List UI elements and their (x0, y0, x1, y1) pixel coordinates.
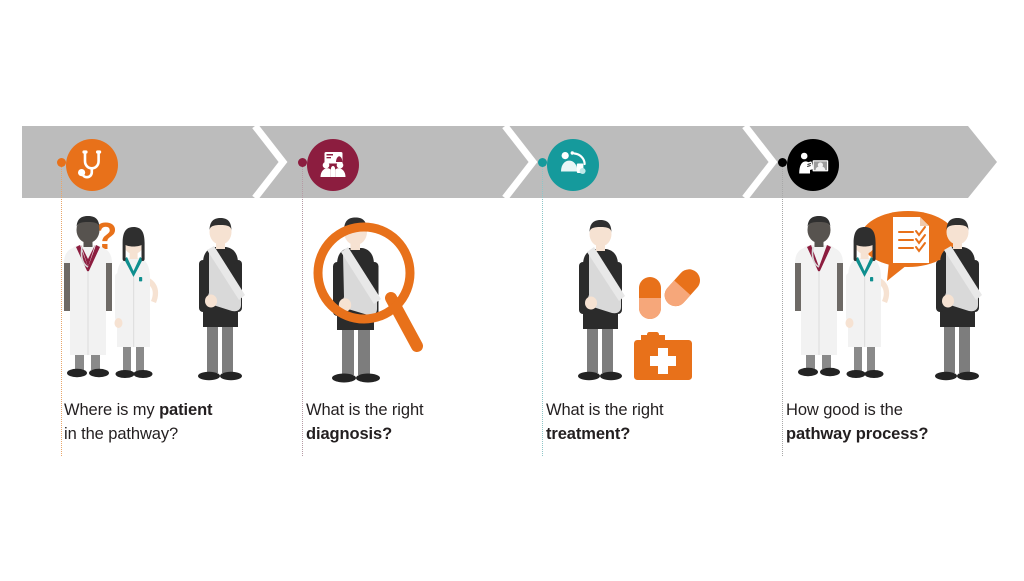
caption-text-regular: Where is my (64, 401, 160, 419)
step-caption-3: What is the right treatment? (546, 398, 664, 446)
art-care-team-checklist (786, 205, 1001, 390)
magnifying-glass-icon (313, 222, 423, 352)
caption-text-regular: What is the right (306, 401, 424, 419)
caption-text-emphasis: pathway process? (786, 425, 929, 443)
step-caption-2: What is the right diagnosis? (306, 398, 424, 446)
step-caption-1: Where is my patient in the pathway? (64, 398, 213, 446)
step-badge-scan[interactable] (307, 139, 359, 191)
pills-icon (639, 269, 701, 319)
microscope-lab-icon (561, 151, 586, 174)
figure-patient-sling-3 (578, 220, 625, 381)
figure-patient-sling-4 (935, 218, 982, 381)
figure-patient-sling-2 (332, 217, 381, 383)
connector-line-3 (542, 166, 544, 456)
caption-line: pathway process? (786, 422, 928, 446)
caption-text-regular: What is the right (546, 401, 664, 419)
caption-text-emphasis: patient (159, 401, 213, 419)
figure-clinician-dark-2 (795, 216, 843, 377)
ultrasound-scan-icon (320, 152, 346, 177)
caption-line: How good is the (786, 398, 928, 422)
connector-dot-1 (57, 158, 66, 167)
art-patient-magnifier (310, 215, 445, 390)
connector-dot-2 (298, 158, 307, 167)
figure-clinician-female (114, 227, 159, 378)
caption-line: diagnosis? (306, 422, 424, 446)
consultation-monitor-icon (799, 152, 829, 174)
caption-text-regular: in the pathway? (64, 425, 179, 443)
caption-text-emphasis: diagnosis? (306, 425, 393, 443)
figures-group-4 (795, 211, 982, 381)
figures-group-2 (313, 217, 423, 383)
caption-line: treatment? (546, 422, 664, 446)
art-clinicians-and-patient: ? (55, 215, 270, 390)
connector-dot-3 (538, 158, 547, 167)
figures-group-3 (578, 220, 701, 381)
checklist-lines (898, 226, 926, 253)
connector-line-4 (782, 166, 784, 456)
connector-line-2 (302, 166, 304, 456)
figure-patient-sling (198, 218, 245, 381)
caption-line: What is the right (546, 398, 664, 422)
figures-group-1: ? (64, 216, 245, 381)
caption-line: Where is my patient (64, 398, 213, 422)
caption-text-emphasis: treatment? (546, 425, 631, 443)
stethoscope-icon (78, 150, 102, 179)
caption-line: in the pathway? (64, 422, 212, 446)
caption-text-regular: How good is the (786, 401, 903, 419)
figure-clinician-female-2 (845, 227, 890, 378)
art-patient-medication (565, 215, 725, 390)
figure-clinician-dark (64, 216, 112, 378)
step-badge-consultation[interactable] (787, 139, 839, 191)
step-badge-stethoscope[interactable] (66, 139, 118, 191)
step-caption-4: How good is the pathway process? (786, 398, 928, 446)
step-badge-lab[interactable] (547, 139, 599, 191)
connector-line-1 (61, 166, 63, 456)
speech-bubble-checklist (860, 211, 956, 281)
first-aid-kit-icon (634, 332, 692, 380)
caption-line: What is the right (306, 398, 424, 422)
connector-dot-4 (778, 158, 787, 167)
